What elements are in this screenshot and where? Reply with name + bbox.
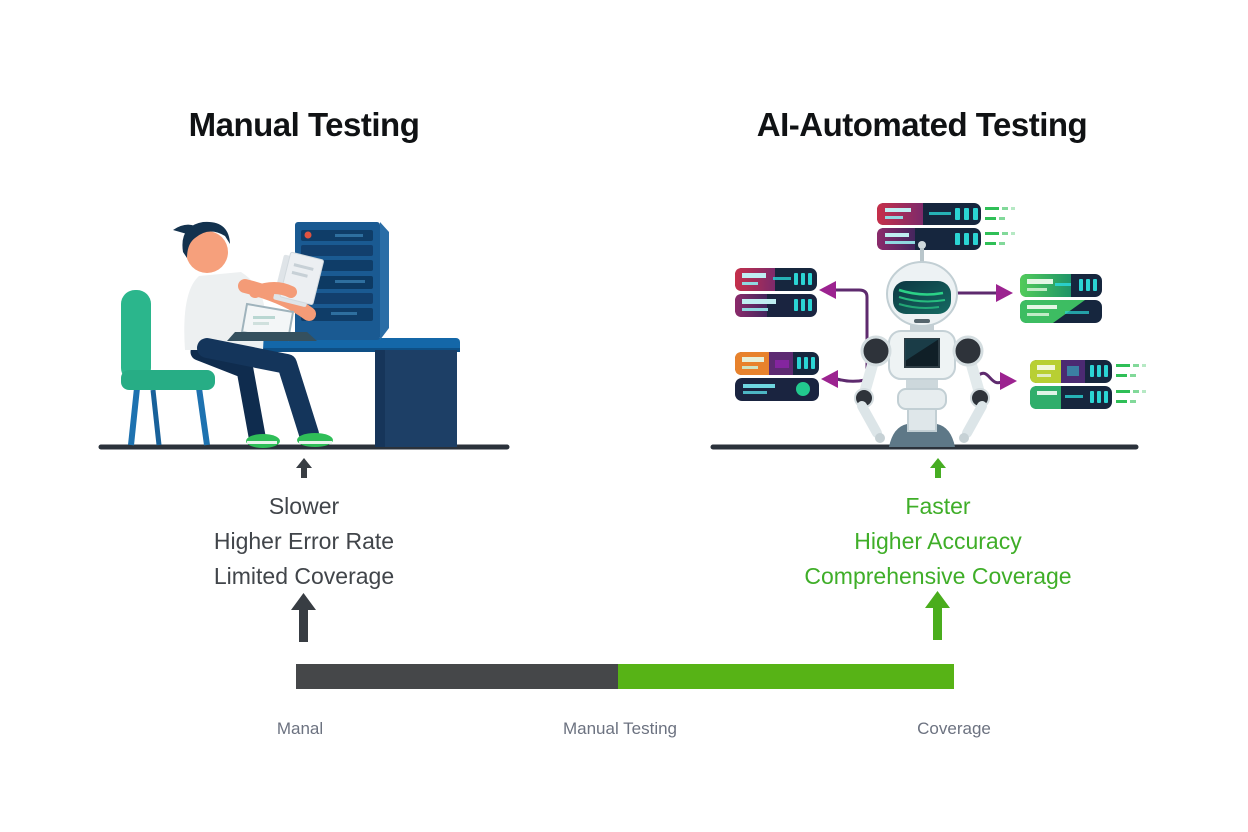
person-at-desk-icon	[98, 221, 510, 450]
right-feature-1: Faster	[905, 493, 971, 519]
server-left-bottom	[735, 352, 819, 401]
axis-label-right: Coverage	[917, 719, 991, 738]
server-top	[877, 203, 1015, 250]
robot-servers-icon	[710, 203, 1146, 450]
right-feature-3: Comprehensive Coverage	[804, 563, 1072, 589]
manual-testing-illustration	[95, 200, 515, 452]
left-large-up-arrow-icon	[290, 593, 317, 642]
left-feature-2: Higher Error Rate	[213, 528, 395, 554]
progress-segment-manual	[296, 664, 619, 689]
coverage-progress-bar	[296, 664, 954, 689]
right-feature-2: Higher Accuracy	[854, 528, 1022, 554]
left-feature-3: Limited Coverage	[213, 563, 395, 589]
server-right-mid	[1020, 274, 1102, 323]
left-title: Manual Testing	[188, 106, 420, 143]
server-right-bottom	[1030, 360, 1146, 409]
right-large-up-arrow-icon	[924, 591, 951, 640]
axis-label-left: Manal	[276, 719, 324, 738]
left-feature-list: Slower Higher Error Rate Limited Coverag…	[94, 489, 514, 594]
axis-label-center: Manual Testing	[562, 719, 678, 738]
right-feature-list: Faster Higher Accuracy Comprehensive Cov…	[728, 489, 1148, 594]
server-left-mid	[735, 268, 817, 317]
robot	[854, 241, 990, 447]
left-small-up-arrow-icon	[293, 457, 315, 479]
ai-testing-illustration	[693, 193, 1153, 455]
right-title: AI-Automated Testing	[756, 106, 1088, 143]
progress-segment-ai	[618, 664, 954, 689]
left-feature-1: Slower	[268, 493, 340, 519]
right-small-up-arrow-icon	[927, 457, 949, 479]
